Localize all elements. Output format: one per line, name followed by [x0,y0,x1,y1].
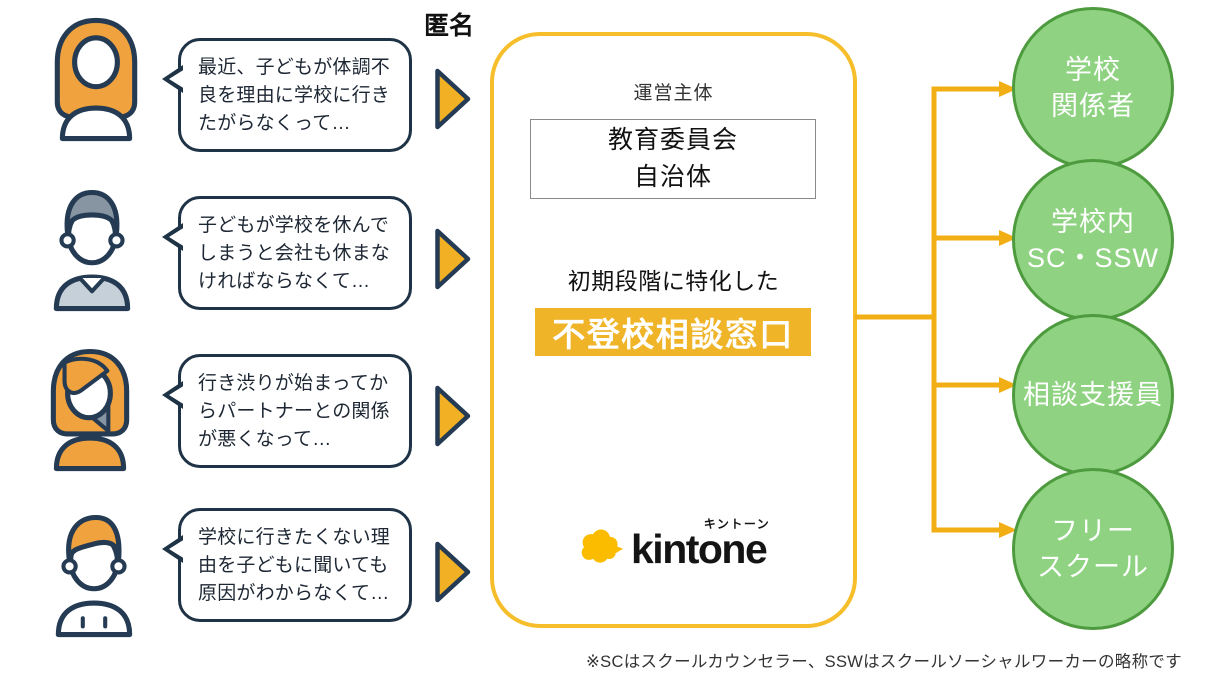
kintone-cloud-icon [578,528,624,571]
speech-bubble: 子どもが学校を休んでしまうと会社も休まなければならなくて… [162,196,412,311]
young-father-avatar [38,510,150,638]
destination-label: 学校 [1065,54,1121,85]
mother-bob-hair-avatar [34,344,146,472]
flow-arrow-icon [434,227,472,291]
kintone-ruby: キントーン [703,517,771,531]
operator-line: 教育委員会 [607,125,738,154]
operator-heading: 運営主体 [633,83,714,104]
destination-circle-school-sc-ssw: 学校内 SC・SSW [1012,159,1174,321]
destination-label: 学校内 [1051,206,1135,237]
bubble-text: 子どもが学校を休んでしまうと会社も休まなければならなくて… [198,215,391,293]
flow-arrow-icon [434,540,472,604]
speech-bubble: 最近、子どもが体調不良を理由に学校に行きたがらなくって… [162,38,412,153]
service-panel: 運営主体 教育委員会 自治体 初期段階に特化した 不登校相談窓口 [490,32,857,628]
flow-arrow-icon [434,384,472,448]
destination-label: SC・SSW [1026,243,1159,273]
speech-bubble: 行き渋りが始まってからパートナーとの関係が悪くなって… [162,354,412,469]
destination-label: 関係者 [1051,91,1135,121]
flow-arrow-icon [434,67,472,131]
destination-label: スクール [1037,552,1149,582]
kintone-wordmark: kintone キントーン [631,518,769,572]
bubble-text: 最近、子どもが体調不良を理由に学校に行きたがらなくって… [198,57,391,135]
father-gray-hair-avatar [36,184,148,312]
anonymous-label: 匿名 [424,12,475,40]
destination-circle-school-staff: 学校 関係者 [1012,7,1174,169]
destination-circle-support-worker: 相談支援員 [1012,314,1174,476]
service-tagline: 初期段階に特化した [567,268,780,294]
destination-circle-free-school: フリー スクール [1012,468,1174,630]
footnote: ※SCはスクールカウンセラー、SSWはスクールソーシャルワーカーの略称です [586,653,1182,671]
bubble-text: 行き渋りが始まってからパートナーとの関係が悪くなって… [198,373,390,451]
kintone-logo: kintone キントーン [578,518,769,572]
destination-label: 相談支援員 [1023,379,1163,410]
service-name-text: 不登校相談窓口 [552,316,794,353]
service-name-highlight: 不登校相談窓口 [535,308,811,356]
mother-long-hair-avatar [40,14,152,142]
operator-box: 教育委員会 自治体 [530,119,816,199]
kintone-wordmark-text: kintone [631,526,768,572]
bubble-text: 学校に行きたくない理由を子どもに聞いても原因がわからなくて… [198,527,391,605]
operator-line: 自治体 [633,163,712,191]
destination-label: フリー [1051,515,1135,546]
speech-bubble: 学校に行きたくない理由を子どもに聞いても原因がわからなくて… [162,508,412,623]
